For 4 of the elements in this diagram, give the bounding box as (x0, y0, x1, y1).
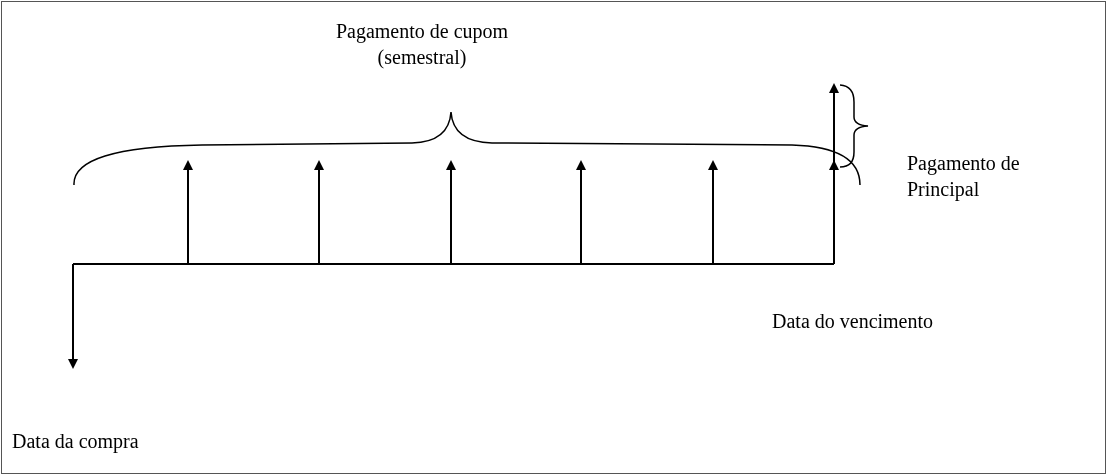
brace-label: Pagamento de cupom (semestral) (334, 19, 510, 70)
axis-label: Data do vencimento (772, 309, 935, 334)
axis-label: Data da compra (12, 429, 140, 454)
brace-label: Pagamento de Principal (907, 151, 1021, 202)
